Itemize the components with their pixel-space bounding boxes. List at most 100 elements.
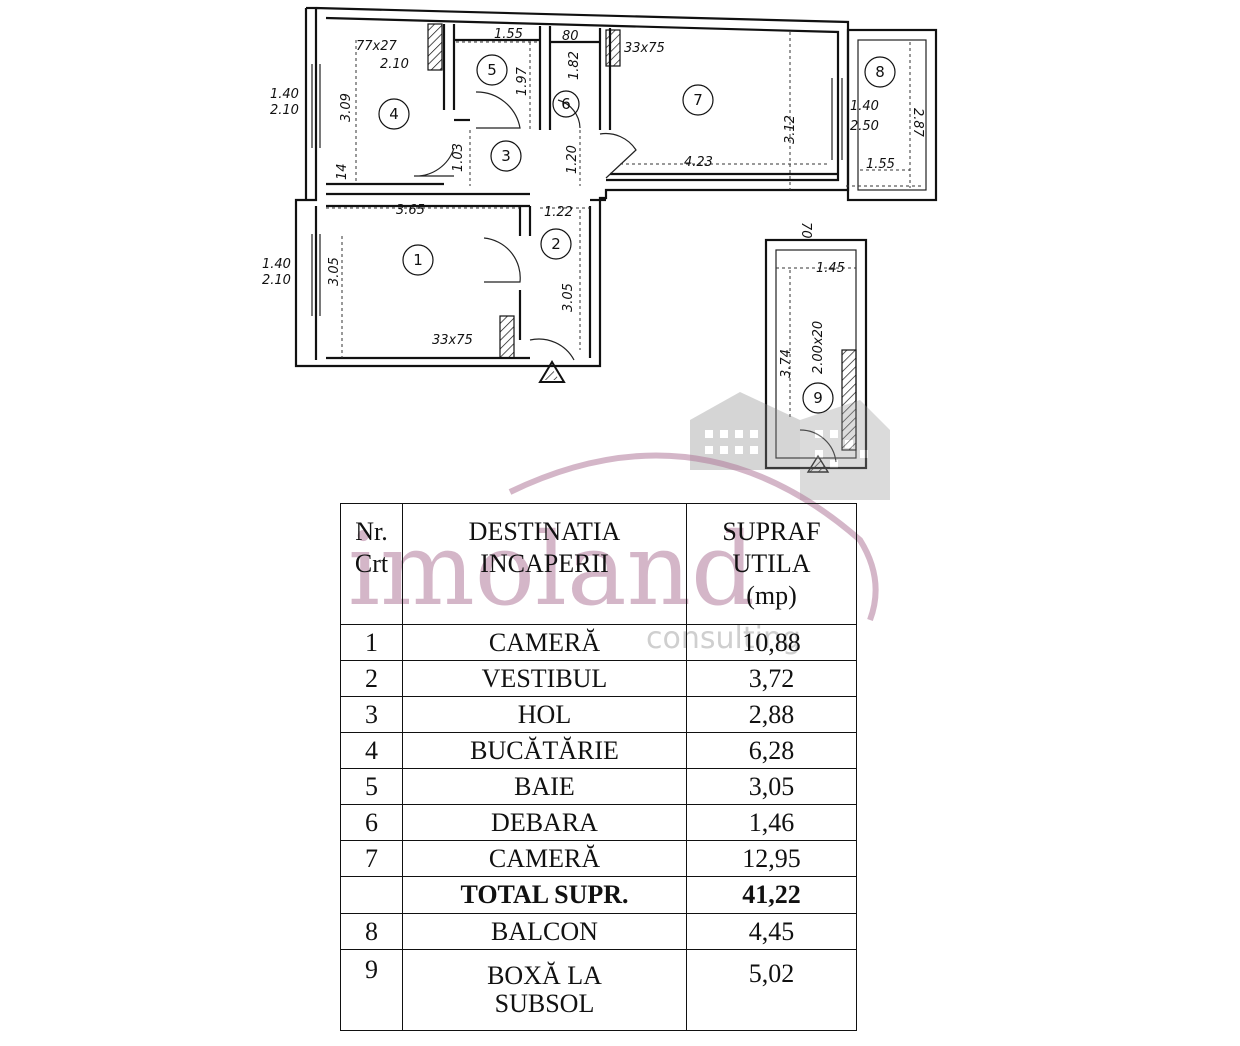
row-nr: 4 [340, 732, 403, 769]
header-nr-line2: Crt [354, 549, 389, 578]
column-r7 [605, 29, 621, 67]
row-name: VESTIBUL [402, 660, 687, 697]
dim-r5-w: 1.55 [494, 27, 523, 42]
row-nr: 7 [340, 840, 403, 877]
table-row: 1 CAMERĂ 10,88 [340, 624, 857, 661]
row-nr: 6 [340, 804, 403, 841]
dim-r4-col: 77x27 [356, 39, 398, 54]
table-row: 7 CAMERĂ 12,95 [340, 840, 857, 877]
balcony-outline [846, 28, 938, 202]
header-nr: Nr. Crt [340, 503, 403, 625]
room-label-9: 9 [813, 389, 823, 407]
dim-r1-win2: 2.10 [262, 273, 291, 288]
floor-plan: 1 2 3 4 5 6 7 8 9 1.40 2.10 3.09 77x27 2… [262, 6, 938, 473]
doors [413, 91, 637, 361]
row-nr: 8 [340, 913, 403, 950]
dim-r8-h: 2.87 [910, 108, 925, 138]
room-label-1: 1 [413, 251, 423, 269]
room-label-8: 8 [875, 63, 885, 81]
dim-r3-w: 1.03 [451, 143, 466, 172]
column-r4 [427, 23, 443, 71]
dim-r1-win: 1.40 [262, 257, 291, 272]
entrance-marker [538, 360, 566, 383]
area-table: Nr. Crt DESTINATIA INCAPERII SUPRAF UTIL… [340, 503, 857, 1031]
dim-r7-win2: 2.50 [850, 119, 879, 134]
row-name: DEBARA [402, 804, 687, 841]
row-name: HOL [402, 696, 687, 733]
table-row: 2 VESTIBUL 3,72 [340, 660, 857, 697]
table-row: 9 BOXĂ LA SUBSOL 5,02 [340, 949, 857, 1031]
total-label: TOTAL SUPR. [402, 876, 687, 914]
dim-r4-small: 14 [335, 163, 350, 180]
row-nr: 1 [340, 624, 403, 661]
dim-r3-h: 1.20 [565, 145, 580, 174]
apartment-walls [294, 6, 850, 368]
room-label-4: 4 [389, 105, 399, 123]
dim-r7-win: 1.40 [850, 99, 879, 114]
header-area-line2: UTILA [732, 549, 811, 578]
table-row: 5 BAIE 3,05 [340, 768, 857, 805]
dim-r1-w: 3.65 [396, 203, 425, 218]
dim-r9-top: 70 [798, 222, 813, 239]
dim-r4-h: 3.09 [339, 93, 354, 122]
header-area: SUPRAF UTILA (mp) [686, 503, 857, 625]
row-area: 3,72 [686, 660, 857, 697]
dim-r7-w: 4.23 [684, 155, 713, 170]
header-area-line1: SUPRAF [722, 517, 821, 546]
dim-r8-w: 1.55 [866, 157, 895, 172]
row-nr: 3 [340, 696, 403, 733]
row-area: 6,28 [686, 732, 857, 769]
row-area: 5,02 [686, 949, 857, 1031]
row-nr: 5 [340, 768, 403, 805]
row-nr: 2 [340, 660, 403, 697]
room-label-6: 6 [561, 95, 571, 113]
row-name: BAIE [402, 768, 687, 805]
total-row: TOTAL SUPR. 41,22 [340, 876, 857, 914]
row-area: 3,05 [686, 768, 857, 805]
header-area-line3: (mp) [746, 581, 797, 610]
header-dest-line2: INCAPERII [480, 549, 609, 578]
dimension-lines [326, 32, 910, 358]
dim-r6-w: 80 [562, 29, 579, 44]
total-area: 41,22 [686, 876, 857, 914]
header-dest-line1: DESTINATIA [468, 517, 621, 546]
row-name: BALCON [402, 913, 687, 950]
room-labels: 1 2 3 4 5 6 7 8 9 [378, 54, 896, 414]
row-area: 1,46 [686, 804, 857, 841]
room-label-2: 2 [551, 235, 561, 253]
dim-r9-w: 1.45 [816, 261, 845, 276]
total-nr [340, 876, 403, 914]
windows [311, 64, 843, 316]
row-area: 4,45 [686, 913, 857, 950]
row-area: 10,88 [686, 624, 857, 661]
dim-r9-win: 2.00x20 [811, 321, 826, 374]
row-name: BUCĂTĂRIE [402, 732, 687, 769]
dim-r4-win2: 2.10 [270, 103, 299, 118]
table-header-row: Nr. Crt DESTINATIA INCAPERII SUPRAF UTIL… [340, 503, 857, 625]
dim-r2-w: 1.22 [544, 205, 573, 220]
row-name: CAMERĂ [402, 840, 687, 877]
dim-r7-col: 33x75 [624, 41, 665, 56]
dim-r1-h: 3.05 [327, 257, 342, 286]
dim-r5-h: 1.97 [515, 66, 530, 96]
dim-r7-h: 3.12 [783, 115, 798, 144]
dimension-labels: 1.40 2.10 3.09 77x27 2.10 14 1.55 1.97 8… [262, 27, 925, 378]
header-nr-line1: Nr. [355, 517, 388, 546]
table-row: 4 BUCĂTĂRIE 6,28 [340, 732, 857, 769]
table-row: 8 BALCON 4,45 [340, 913, 857, 950]
column-r1 [499, 315, 515, 359]
table-row: 6 DEBARA 1,46 [340, 804, 857, 841]
room-label-5: 5 [487, 61, 497, 79]
row-area: 12,95 [686, 840, 857, 877]
table-row: 3 HOL 2,88 [340, 696, 857, 733]
dim-r2-h: 3.05 [561, 283, 576, 312]
room-label-7: 7 [693, 91, 703, 109]
dim-r4-win: 1.40 [270, 87, 299, 102]
row-name: CAMERĂ [402, 624, 687, 661]
dim-r6-h: 1.82 [567, 51, 582, 80]
dim-r4-w: 2.10 [380, 57, 409, 72]
dim-r1-col: 33x75 [432, 333, 473, 348]
header-destination: DESTINATIA INCAPERII [402, 503, 687, 625]
dim-r9-h: 3.74 [779, 349, 794, 378]
row-nr: 9 [340, 949, 403, 1031]
